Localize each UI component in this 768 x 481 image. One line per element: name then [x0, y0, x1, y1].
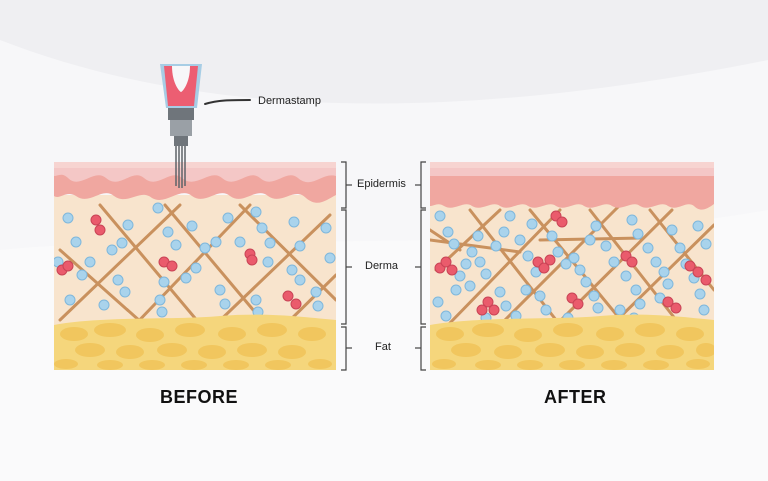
after-label: AFTER [544, 387, 607, 407]
fat-label: Fat [375, 341, 391, 353]
fat-layer [430, 314, 714, 370]
after-skin-panel [430, 162, 714, 370]
epidermis-layer [54, 162, 336, 203]
epidermis-layer [430, 162, 714, 210]
epidermis-label: Epidermis [357, 178, 406, 190]
fat-layer [54, 314, 336, 370]
derma-label: Derma [365, 260, 399, 272]
red-cells [56, 214, 302, 310]
right-layer-brackets [415, 161, 426, 371]
before-label: BEFORE [160, 387, 239, 407]
left-layer-brackets [341, 161, 352, 371]
dermastamp-label: Dermastamp [258, 95, 321, 107]
blue-cells [432, 210, 712, 324]
before-skin-panel [54, 162, 336, 370]
red-cells [434, 210, 712, 316]
dermastamp-tool [160, 64, 251, 188]
